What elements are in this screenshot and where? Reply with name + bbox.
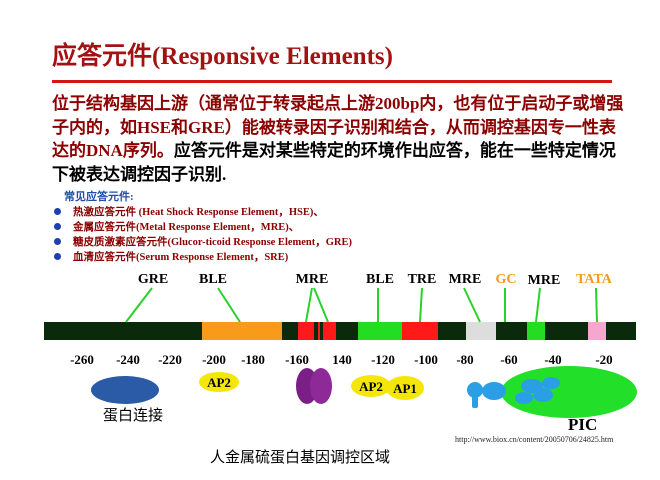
list-item-text: 血清应答元件(Serum Response Element，SRE) xyxy=(73,252,289,263)
element-segments xyxy=(100,322,606,340)
segment-tata xyxy=(588,322,606,340)
connector-ble-1 xyxy=(217,287,241,323)
position-label: -260 xyxy=(70,352,94,367)
ap2-label-2: AP2 xyxy=(359,379,383,394)
segment-ble-1 xyxy=(202,322,282,340)
element-label-mre-2: MRE xyxy=(449,272,482,287)
element-label-ble-2: BLE xyxy=(366,272,394,287)
element-labels: GRE BLE MRE BLE TRE MRE GC MRE TATA xyxy=(138,272,613,288)
figure-caption: 人金属硫蛋白基因调控区域 xyxy=(210,450,391,466)
element-label-gre: GRE xyxy=(138,272,168,287)
connector-mre-1b xyxy=(313,287,329,323)
pic-subunit xyxy=(482,382,506,400)
element-label-ble-1: BLE xyxy=(199,272,227,287)
pic-label: PIC xyxy=(568,415,597,434)
position-label: -20 xyxy=(595,352,612,367)
segment-tre xyxy=(402,322,438,340)
source-url: http://www.biox.cn/content/20050706/2482… xyxy=(455,435,614,444)
list-item-text: 热激应答元件 (Heat Shock Response Element，HSE)… xyxy=(73,207,324,218)
connector-tre xyxy=(419,287,423,323)
element-label-gc: GC xyxy=(496,272,517,287)
pic-subunit xyxy=(472,396,478,408)
segment-divider xyxy=(320,322,323,340)
pic-subunit xyxy=(542,377,560,389)
segment-divider xyxy=(314,322,318,340)
position-label: -240 xyxy=(116,352,140,367)
segment-gre xyxy=(100,322,154,340)
list-item: 血清应答元件(Serum Response Element，SRE) xyxy=(54,249,352,264)
pic-subunit xyxy=(467,382,483,398)
element-connectors xyxy=(125,287,598,323)
position-label: -200 xyxy=(202,352,226,367)
position-label: -160 xyxy=(285,352,309,367)
ap2-factor-1 xyxy=(199,372,239,392)
intro-paragraph: 位于结构基因上游（通常位于转录起点上游200bp内，也有位于启动子或增强子内的，… xyxy=(52,92,632,186)
protein-binding-blob xyxy=(91,376,159,404)
list-item: 糖皮质激素应答元件(Glucor-ticoid Response Element… xyxy=(54,234,352,249)
position-labels: -260 -240 -220 -200 -180 -160 140 -120 -… xyxy=(70,352,613,367)
bullet-icon xyxy=(54,208,61,215)
pic-subunit xyxy=(533,388,553,402)
protein-binding-label: 蛋白连接 xyxy=(103,407,163,424)
position-label: -80 xyxy=(456,352,473,367)
segment-mre-3 xyxy=(527,322,545,340)
connector-mre-1a xyxy=(305,287,313,323)
bullet-icon xyxy=(54,238,61,245)
connector-mre-2 xyxy=(463,287,481,323)
list-item: 金属应答元件(Metal Response Element，MRE)、 xyxy=(54,219,352,234)
ap2-label-1: AP2 xyxy=(207,375,231,390)
connector-mre-3 xyxy=(535,287,541,323)
factor-blob-purple-2 xyxy=(310,368,332,404)
position-label: -180 xyxy=(241,352,265,367)
ap1-factor xyxy=(386,376,424,400)
position-label: -60 xyxy=(500,352,517,367)
bullet-icon xyxy=(54,253,61,260)
segment-mre-2 xyxy=(466,322,496,340)
position-label: -120 xyxy=(371,352,395,367)
element-label-tata: TATA xyxy=(576,272,613,287)
common-elements-heading: 常见应答元件: xyxy=(64,191,134,203)
position-label: -100 xyxy=(414,352,438,367)
element-label-tre: TRE xyxy=(408,272,437,287)
intro-paragraph-part2: 应答元件是对某些特定的环境作出应答，能在一些特定情况下被表达调控因子识别. xyxy=(52,141,616,184)
segment-ble-2 xyxy=(358,322,402,340)
slide-title: 应答元件(Responsive Elements) xyxy=(52,43,393,70)
element-label-mre-3: MRE xyxy=(528,273,561,288)
pic-subunit xyxy=(515,392,533,404)
connector-gre xyxy=(125,287,153,323)
list-item-text: 金属应答元件(Metal Response Element，MRE)、 xyxy=(73,222,300,233)
position-label: 140 xyxy=(332,352,352,367)
pic-subunits xyxy=(467,377,560,408)
intro-paragraph-part1: 位于结构基因上游（通常位于转录起点上游200bp内，也有位于启动子或增强子内的，… xyxy=(52,94,624,160)
list-item: 热激应答元件 (Heat Shock Response Element，HSE)… xyxy=(54,204,352,219)
element-label-mre-1: MRE xyxy=(296,272,329,287)
common-elements-list: 热激应答元件 (Heat Shock Response Element，HSE)… xyxy=(54,204,352,264)
bullet-icon xyxy=(54,223,61,230)
position-label: -220 xyxy=(158,352,182,367)
list-item-text: 糖皮质激素应答元件(Glucor-ticoid Response Element… xyxy=(73,237,353,248)
ap1-label: AP1 xyxy=(393,381,417,396)
title-underline xyxy=(52,80,612,83)
pic-complex xyxy=(501,366,637,418)
connector-tata xyxy=(595,287,598,323)
ap2-factor-2 xyxy=(351,375,391,397)
position-label: -40 xyxy=(544,352,561,367)
